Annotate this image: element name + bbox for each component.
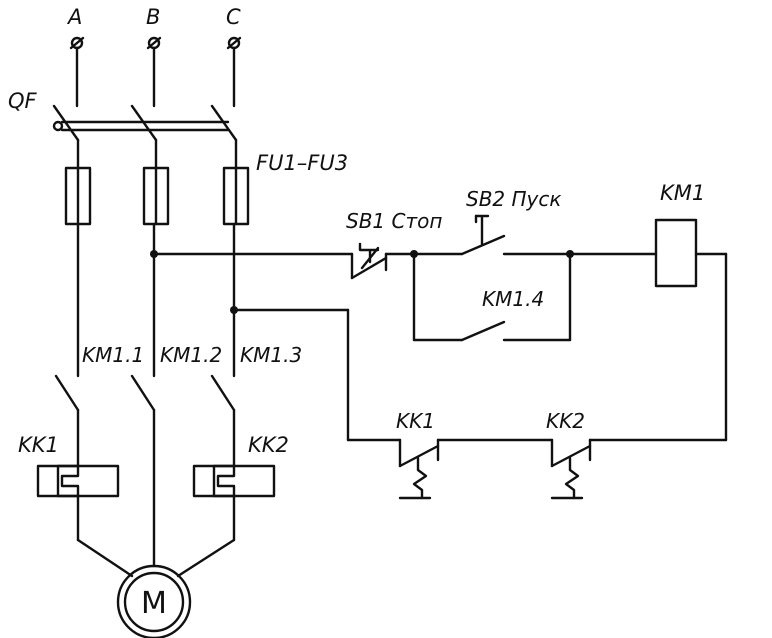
motor-label: M: [141, 586, 167, 621]
coil-label: KM1: [660, 181, 705, 205]
coil-km1: KM1: [568, 181, 728, 442]
thermal-contact-kk1: KK1: [396, 409, 554, 500]
stop-button-sb1: SB1 Стоп: [346, 209, 442, 280]
main-contact-1-label: KM1.1: [82, 343, 144, 367]
start-button-sb2: SB2 Пуск: [412, 187, 572, 256]
control-circuit: SB1 Стоп SB2 Пуск KM1.4: [150, 181, 728, 500]
phase-label-c: C: [226, 5, 241, 29]
thermal-relay-kk2: KK2: [192, 433, 289, 542]
fuses-label: FU1–FU3: [256, 151, 348, 175]
main-contact-3-label: KM1.3: [240, 343, 302, 367]
main-contacts-km1: KM1.1 KM1.2 KM1.3: [54, 343, 302, 568]
thermal-contact-kk2: KK2: [546, 409, 728, 500]
thermal-contact-1-label: KK1: [396, 409, 435, 433]
thermal-relay-2-label: KK2: [248, 433, 289, 457]
terminal-b: [146, 36, 162, 50]
hold-contact-km1-4: KM1.4: [412, 252, 572, 342]
motor-m: M: [76, 538, 236, 638]
hold-contact-label: KM1.4: [482, 287, 544, 311]
stop-button-label: SB1 Стоп: [346, 209, 442, 233]
terminal-c: [226, 36, 242, 50]
thermal-contact-2-label: KK2: [546, 409, 585, 433]
phase-terminals: A B C: [66, 5, 242, 108]
breaker-label: QF: [8, 89, 38, 113]
circuit-breaker-qf: QF: [8, 89, 238, 170]
fuses-fu1-fu3: FU1–FU3: [64, 151, 348, 226]
thermal-relay-1-label: KK1: [18, 433, 59, 457]
thermal-relay-kk1: KK1: [18, 433, 120, 542]
terminal-a: [69, 36, 85, 50]
main-contact-2-label: KM1.2: [160, 343, 222, 367]
phase-label-b: B: [146, 5, 160, 29]
start-button-label: SB2 Пуск: [466, 187, 561, 211]
phase-label-a: A: [66, 5, 82, 29]
power-lines: [76, 222, 236, 378]
